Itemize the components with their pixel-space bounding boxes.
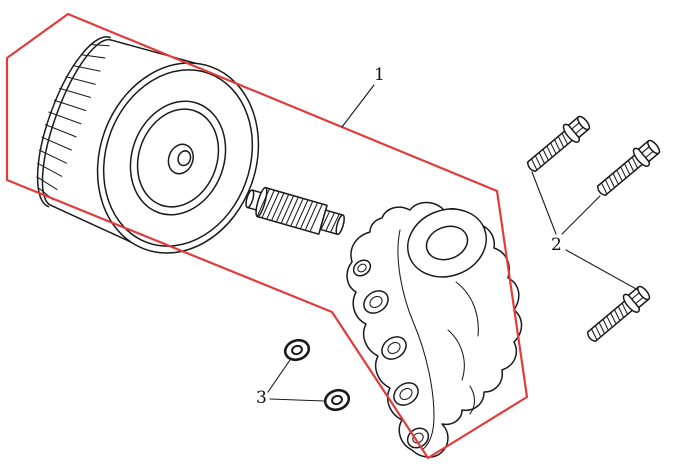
housing-bolt-hole-1 (352, 259, 372, 277)
callout-2-label: 2 (551, 235, 562, 255)
oil-filter (36, 36, 260, 254)
fitting-shoulder (255, 186, 268, 218)
housing-bolt-hole-3 (381, 336, 407, 360)
oil-filter-flutes (36, 44, 110, 201)
housing-bolt-hole-4 (393, 382, 419, 406)
housing-bolt-hole-5-bore (412, 432, 424, 444)
callout-2-leaders (531, 171, 639, 291)
washer-1-inner-ring (291, 344, 303, 356)
callout-3-label: 3 (256, 388, 267, 408)
mounting-bolt-3 (581, 281, 655, 348)
callout-1-leader (341, 84, 375, 128)
fitting-tip-end (335, 214, 345, 236)
fitting-tip-threads (320, 211, 340, 232)
oil-filter-rim-ring (102, 69, 254, 247)
filter-housing (346, 201, 523, 458)
fitting-threads (257, 189, 323, 232)
housing-flange-contour (397, 229, 435, 451)
housing-bolt-hole-4-bore (399, 387, 413, 401)
oil-filter-body-edges (50, 39, 208, 248)
oil-filter-center-nub (177, 150, 192, 167)
sealing-washer-1 (283, 338, 311, 362)
washer-2-outer-ring (323, 388, 351, 412)
threaded-fitting (245, 186, 345, 236)
housing-bolt-hole-3-bore (387, 341, 401, 355)
callout-1-label: 1 (374, 65, 385, 85)
sealing-washer-2 (323, 388, 351, 412)
washer-1-outer-ring (283, 338, 311, 362)
housing-bolt-hole-2-bore (369, 295, 383, 309)
oil-filter-gasket-ring-inner (136, 108, 220, 208)
highlight-outline (5, 12, 529, 460)
housing-ribs (447, 281, 479, 415)
housing-eyelet-inner (425, 225, 469, 261)
mounting-bolt-1 (521, 111, 595, 178)
housing-bolt-hole-1-bore (357, 263, 367, 273)
mounting-bolt-2 (591, 135, 665, 202)
housing-eyelet (407, 208, 487, 278)
washer-2-inner-ring (331, 394, 343, 406)
callout-3-leaders (267, 359, 325, 402)
housing-bolt-hole-2 (363, 290, 389, 314)
